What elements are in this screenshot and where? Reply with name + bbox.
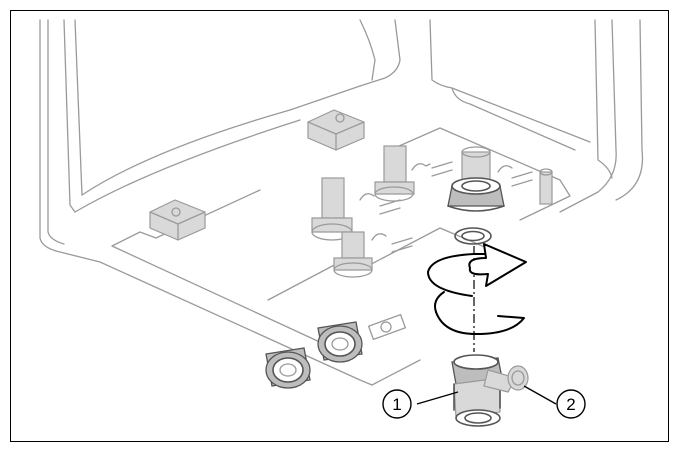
connector-lower (333, 231, 373, 278)
callout-2: 2 (523, 385, 586, 419)
bottom-connector-right (317, 321, 363, 363)
bottom-connector-left (265, 347, 311, 389)
union-nut-icon (447, 177, 505, 212)
mounting-bracket-right (307, 109, 365, 151)
seal-ring-icon (454, 227, 492, 245)
callout-1: 1 (382, 389, 459, 419)
callout-2-label: 2 (566, 395, 575, 414)
figure-frame (10, 10, 669, 442)
rating-plate-symbol (367, 313, 407, 341)
fitting-part-icon (451, 354, 503, 427)
mounting-bracket-left (149, 199, 206, 241)
appliance-housing (39, 19, 644, 263)
connector-upper-middle (374, 145, 415, 202)
connector-upper-left (311, 177, 353, 241)
indicator-symbols (359, 161, 533, 253)
callout-1-label: 1 (392, 395, 401, 414)
valve-part-icon (483, 365, 529, 393)
rotation-arrow-icon (427, 243, 527, 335)
test-nipple (539, 168, 553, 205)
